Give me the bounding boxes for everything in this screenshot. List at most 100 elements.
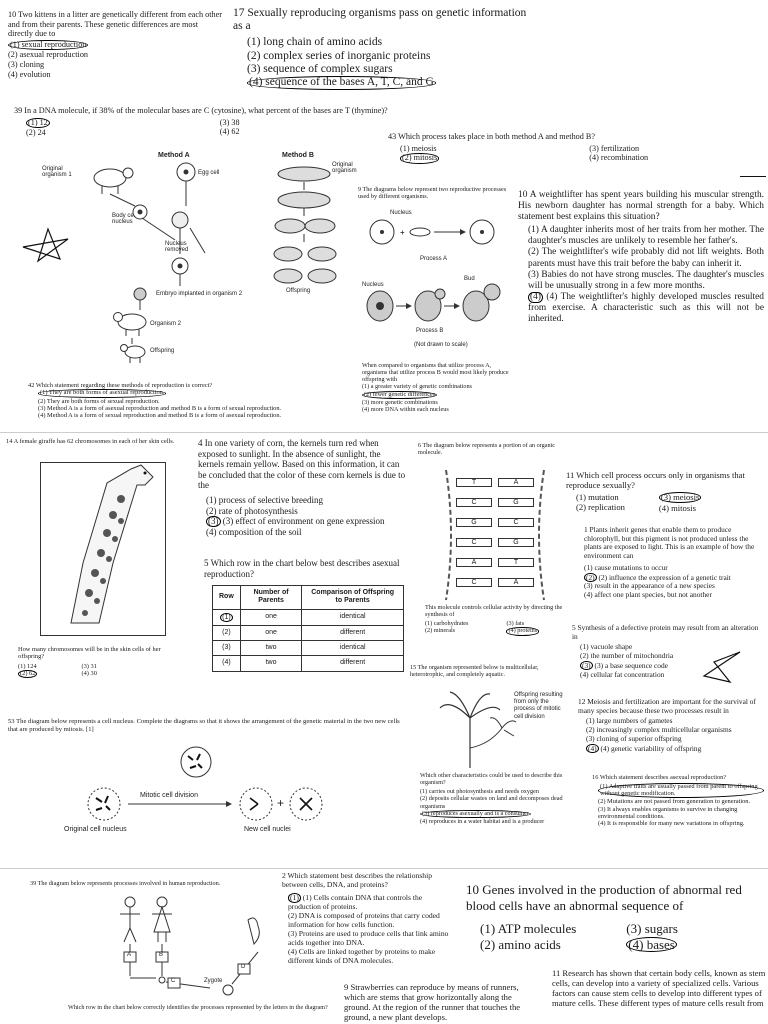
answer-circle: (4) bases xyxy=(626,936,677,952)
sheep-icon xyxy=(93,167,134,194)
answer-circle: (2) 62 xyxy=(18,670,38,679)
question-stem: 10 Genes involved in the production of a… xyxy=(466,882,742,913)
question-stem: 43 Which process takes place in both met… xyxy=(388,132,595,141)
question-53-mitosis: 53 The diagram below represents a cell n… xyxy=(8,718,408,733)
question-10-weightlifter: 10 A weightlifter has spent years buildi… xyxy=(518,190,764,325)
question-stem: When compared to organisms that utilize … xyxy=(362,362,509,384)
question-14-giraffe: 14 A female giraffe has 62 chromosomes i… xyxy=(6,438,196,445)
lamb-icon xyxy=(120,344,146,363)
base-left: C xyxy=(456,577,492,587)
question-2-cells-dna-proteins: 2 Which statement best describes the rel… xyxy=(282,871,452,966)
question-stem: 1 Plants inherit genes that enable them … xyxy=(584,525,755,561)
answer-circle: (2) mitosis xyxy=(400,153,440,164)
question-stem: 12 Meiosis and fertilization are importa… xyxy=(578,697,756,715)
method-b-diagram: Method B Original organism Offspring xyxy=(268,150,368,300)
question-1-chlorophyll: 1 Plants inherit genes that enable them … xyxy=(584,525,766,600)
sheep-icon xyxy=(113,312,147,336)
answer-circle: (4) xyxy=(586,743,599,754)
cell-nucleus-icon xyxy=(180,746,212,778)
question-14-ask: How many chromosomes will be in the skin… xyxy=(18,646,161,679)
cell-nucleus-icon xyxy=(87,787,121,821)
embryo-icon xyxy=(133,287,147,301)
method-a-title: Method A xyxy=(158,152,190,159)
question-stem: 5 Synthesis of a defective protein may r… xyxy=(572,623,759,641)
question-stem: 39 The diagram below represents processe… xyxy=(30,880,221,887)
base-left: C xyxy=(456,497,492,507)
answer-circle: (4) xyxy=(528,291,543,304)
question-stem: 11 Which cell process occurs only in org… xyxy=(566,470,745,491)
question-stem: 42 Which statement regarding these metho… xyxy=(28,382,213,389)
base-left: A xyxy=(456,557,492,567)
offspring-label: Offspring resulting from only the proces… xyxy=(514,692,563,720)
question-stem: 16 Which statement describes asexual rep… xyxy=(592,774,727,781)
question-stem: 14 A female giraffe has 62 chromosomes i… xyxy=(6,438,175,445)
question-39-human-reproduction: 39 The diagram below represents processe… xyxy=(30,880,280,887)
question-stem: 9 Strawberries can reproduce by means of… xyxy=(344,982,521,1023)
question-43-both-methods: 43 Which process takes place in both met… xyxy=(388,132,688,164)
question-6-ask: This molecule controls cellular activity… xyxy=(425,604,563,636)
question-stem: 4 In one variety of corn, the kernels tu… xyxy=(198,438,406,491)
hydra-diagram: Offspring resulting from only the proces… xyxy=(430,688,570,768)
question-stem: 11 Research has shown that certain body … xyxy=(552,968,766,1009)
human-reproduction-diagram: A B C D Zygote xyxy=(110,892,270,1002)
answer-circle: (1) They are both forms of asexual repro… xyxy=(38,389,167,398)
base-right: G xyxy=(498,537,534,547)
base-left: T xyxy=(456,477,492,487)
process-diagram: Nucleus Process A Nucleus Bud Process B … xyxy=(360,208,520,358)
answer-circle: (3) xyxy=(206,516,221,528)
question-9-intro: 9 The diagrams below represent two repro… xyxy=(358,186,507,201)
question-15-organism: 15 The organism represented below is mul… xyxy=(410,664,566,678)
question-4-corn: 4 In one variety of corn, the kernels tu… xyxy=(198,438,408,538)
question-10-kittens: 10 Two kittens in a litter are genetical… xyxy=(8,10,222,79)
base-left: G xyxy=(456,517,492,527)
question-stem: 2 Which statement best describes the rel… xyxy=(282,871,433,889)
giraffe-image xyxy=(40,462,166,636)
question-stem: 53 The diagram below represents a cell n… xyxy=(8,718,400,733)
cell-nucleus-icon xyxy=(289,787,323,821)
handwritten-mark-icon xyxy=(22,227,69,263)
base-right: G xyxy=(498,497,534,507)
answer-circle: (1) xyxy=(220,612,233,622)
answer-circle: (3) xyxy=(580,660,593,671)
answer-circle: (3) reproduces asexually and is a consum… xyxy=(420,809,531,818)
handwritten-mark-icon xyxy=(702,651,741,683)
person-icon xyxy=(120,896,140,943)
answer-circle: (1) sexual reproduction xyxy=(8,40,89,51)
question-stem: 17 Sexually reproducing organisms pass o… xyxy=(233,7,527,33)
question-10-red-blood-cells: 10 Genes involved in the production of a… xyxy=(466,882,766,952)
mitosis-diagram: Mitotic cell division + Original cell nu… xyxy=(60,742,360,842)
question-stem: 5 Which row in the chart below best desc… xyxy=(204,558,400,579)
question-stem: 15 The organism represented below is mul… xyxy=(410,664,539,679)
divider xyxy=(0,868,768,869)
question-39-ask: Which row in the chart below correctly i… xyxy=(68,1004,328,1011)
divider xyxy=(740,176,766,177)
answer-circle: (1) Adaptive traits are usually passed f… xyxy=(598,783,764,799)
person-icon xyxy=(152,896,172,942)
question-16-asexual: 16 Which statement describes asexual rep… xyxy=(592,774,764,828)
question-9-strawberries: 9 Strawberries can reproduce by means of… xyxy=(344,982,534,1023)
question-6-organic-molecule: 6 The diagram below represents a portion… xyxy=(418,442,568,456)
base-right: A xyxy=(498,577,534,587)
question-stem: 39 In a DNA molecule, if 38% of the mole… xyxy=(14,106,388,115)
question-17-genetic-info: 17 Sexually reproducing organisms pass o… xyxy=(233,7,533,90)
question-stem: 6 The diagram below represents a portion… xyxy=(418,442,556,457)
method-b-title: Method B xyxy=(282,152,314,159)
baby-icon xyxy=(247,917,260,945)
method-a-diagram: Method A Original organism 1 Egg cell Bo… xyxy=(40,148,270,373)
cell-nucleus-icon xyxy=(239,787,273,821)
svg-text:+: + xyxy=(400,228,405,237)
answer-circle: (3) meiosis xyxy=(658,492,702,503)
asexual-chart-table: Row Number of Parents Comparison of Offs… xyxy=(212,585,404,672)
question-stem: 10 Two kittens in a litter are genetical… xyxy=(8,10,222,39)
question-39-dna-bases: 39 In a DNA molecule, if 38% of the mole… xyxy=(14,106,534,138)
question-9-process-b: When compared to organisms that utilize … xyxy=(362,362,512,413)
base-right: A xyxy=(498,477,534,487)
